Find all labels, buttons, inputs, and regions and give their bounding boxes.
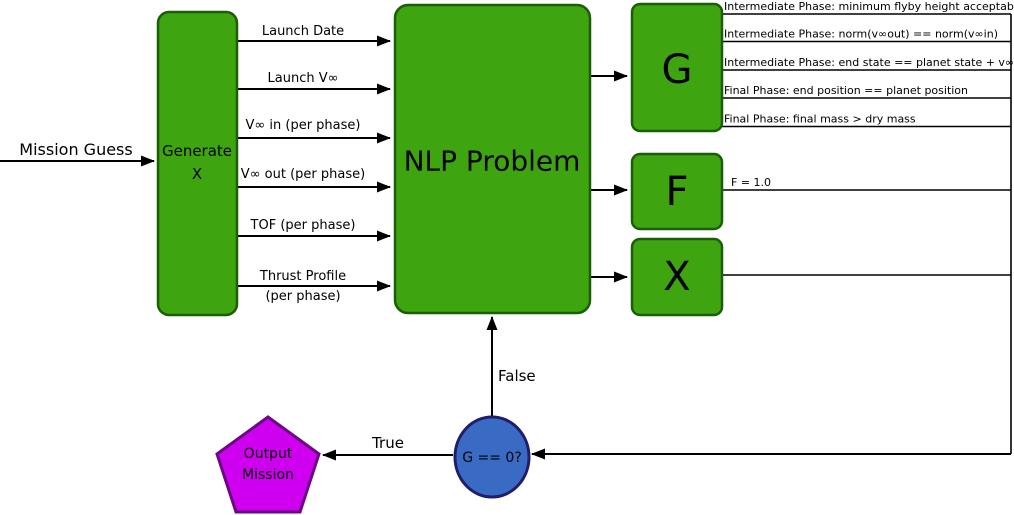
nlp-problem-box [393, 3, 592, 315]
false-branch-label: False [498, 367, 536, 385]
x-output-box [630, 237, 724, 317]
label-launch-vinf: Launch V∞ [268, 71, 339, 86]
constraint-label-1: Intermediate Phase: minimum flyby height… [724, 0, 1014, 13]
decision-circle [453, 415, 531, 499]
constraint-label-2: Intermediate Phase: norm(v∞out) == norm(… [724, 28, 998, 41]
generate-box-label-line1: Generate [162, 142, 232, 160]
output-pentagon-label-line2: Mission [242, 467, 294, 483]
g-output-box [630, 2, 724, 133]
label-thrust-profile-line1: Thrust Profile [259, 269, 346, 284]
generate-box-label-line2: X [192, 165, 202, 183]
x-box-label: X [663, 254, 690, 300]
g-box-label: G [662, 47, 693, 93]
label-vinf-in: V∞ in (per phase) [246, 118, 361, 133]
f-output-box [630, 152, 724, 231]
label-vinf-out: V∞ out (per phase) [241, 167, 365, 182]
mission-guess-label: Mission Guess [19, 140, 132, 159]
constraint-label-4: Final Phase: end position == planet posi… [724, 84, 968, 97]
label-tof: TOF (per phase) [250, 218, 356, 233]
true-branch-label: True [371, 434, 404, 452]
constraint-label-5: Final Phase: final mass > dry mass [724, 113, 916, 126]
label-launch-date: Launch Date [262, 24, 344, 39]
f-box-label: F [665, 169, 688, 215]
output-mission-pentagon [215, 415, 321, 514]
decision-label: G == 0? [462, 450, 522, 466]
objective-label: F = 1.0 [731, 176, 771, 189]
nlp-problem-label: NLP Problem [404, 145, 581, 178]
label-thrust-profile-line2: (per phase) [265, 289, 340, 304]
output-pentagon-label-line1: Output [244, 446, 293, 462]
constraint-label-3: Intermediate Phase: end state == planet … [724, 56, 1014, 69]
generate-x-box [156, 10, 239, 317]
